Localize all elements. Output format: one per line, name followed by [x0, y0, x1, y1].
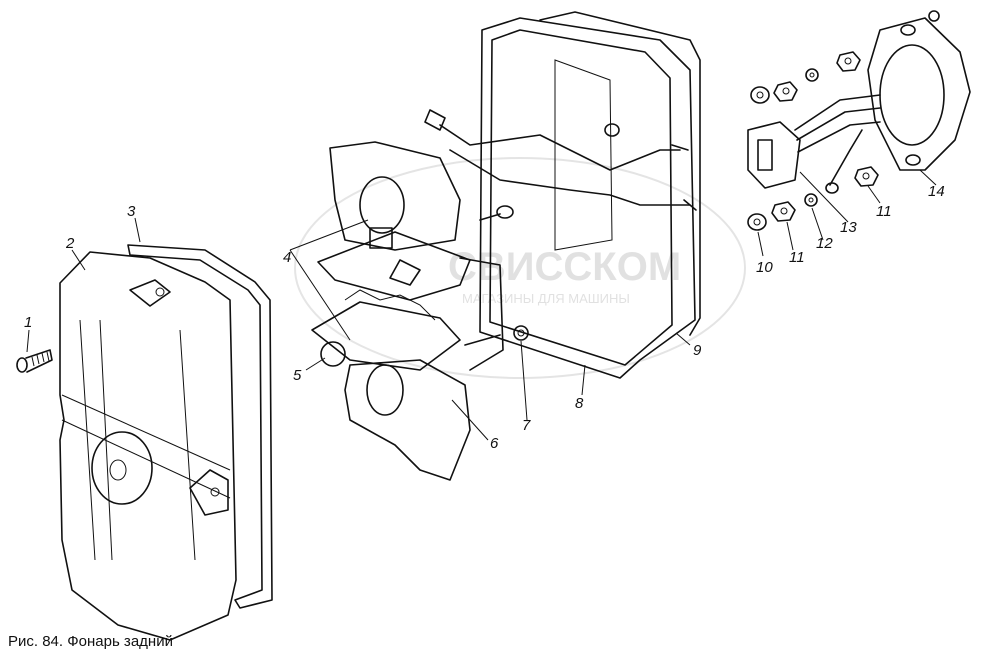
- callout-labels: 1 2 3 4 5 6 7 8 9 10 11 12 13 11 14: [24, 183, 945, 452]
- fasteners: [747, 51, 879, 231]
- callout-11b: 11: [876, 203, 892, 220]
- housing: [424, 11, 701, 379]
- gasket: [127, 244, 273, 609]
- callout-3: 3: [127, 203, 136, 220]
- connector: [747, 94, 881, 189]
- callout-11a: 11: [789, 249, 805, 266]
- callout-6: 6: [490, 435, 499, 452]
- callout-5: 5: [293, 367, 302, 384]
- watermark-tagline: МАГАЗИНЫ ДЛЯ МАШИНЫ: [462, 291, 630, 306]
- cover: [867, 10, 971, 171]
- callout-13: 13: [840, 219, 857, 236]
- lens: [59, 251, 237, 641]
- upper-lamp-assembly: [317, 141, 471, 301]
- callout-9: 9: [693, 342, 702, 359]
- callout-10: 10: [756, 259, 773, 276]
- callout-8: 8: [575, 395, 584, 412]
- watermark-brand: СВИССКОМ: [448, 245, 681, 289]
- watermark: СВИССКОМ МАГАЗИНЫ ДЛЯ МАШИНЫ: [294, 157, 746, 379]
- callout-14: 14: [928, 183, 945, 200]
- callout-12: 12: [816, 235, 833, 252]
- leader-lines: [26, 169, 937, 441]
- callout-4: 4: [283, 249, 291, 266]
- callout-7: 7: [522, 417, 531, 434]
- figure-caption: Рис. 84. Фонарь задний: [8, 633, 173, 650]
- lower-lamp-assembly: [311, 289, 471, 481]
- screw: [16, 349, 53, 373]
- callout-2: 2: [65, 235, 75, 252]
- callout-1: 1: [24, 314, 32, 331]
